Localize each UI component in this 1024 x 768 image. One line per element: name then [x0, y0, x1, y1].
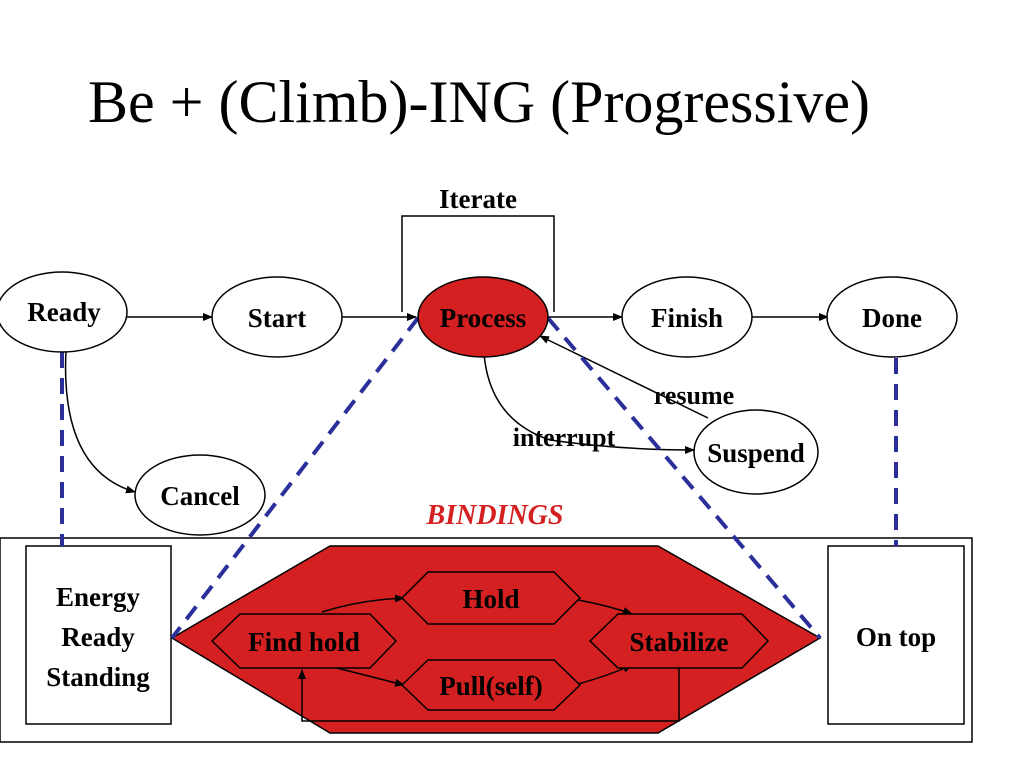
cancel-label: Cancel: [160, 481, 240, 511]
left-box-line1: Energy: [56, 582, 140, 612]
interrupt-label: interrupt: [513, 423, 616, 452]
edge-hold-stabilize: [577, 599, 633, 615]
left-state-box: [25, 545, 172, 725]
state-cancel: [134, 454, 266, 536]
edge-loop-back: [298, 662, 680, 722]
node-pull-self: [400, 659, 582, 711]
left-box-line2: Ready: [61, 622, 135, 652]
state-suspend: [693, 409, 819, 495]
ready-label: Ready: [27, 297, 101, 327]
hold-label: Hold: [462, 584, 519, 614]
state-ready: [0, 271, 128, 353]
left-box-line3: Standing: [46, 662, 150, 692]
edge-suspend-process: [539, 335, 709, 419]
finish-label: Finish: [651, 303, 723, 333]
pull-self-label: Pull(self): [439, 671, 542, 701]
iterate-label: Iterate: [439, 184, 517, 214]
binding-line-process-right: [546, 316, 822, 640]
node-stabilize: [588, 613, 770, 669]
right-box-label: On top: [856, 622, 936, 652]
node-hold: [400, 571, 582, 625]
right-state-box: [827, 545, 965, 725]
bindings-label: BINDINGS: [426, 500, 564, 531]
suspend-label: Suspend: [707, 438, 805, 468]
state-process: [417, 276, 549, 358]
find-hold-label: Find hold: [248, 627, 360, 657]
page-title: Be + (Climb)-ING (Progressive): [88, 69, 870, 135]
state-finish: [621, 276, 753, 358]
state-start: [211, 276, 343, 358]
done-label: Done: [862, 303, 922, 333]
state-done: [826, 276, 958, 358]
edge-iterate-loop: [401, 215, 555, 312]
edge-ready-cancel: [64, 349, 136, 494]
node-find-hold: [210, 613, 398, 669]
start-label: Start: [248, 303, 306, 333]
binding-line-process-left: [170, 316, 420, 640]
resume-label: resume: [654, 381, 734, 410]
stabilize-label: Stabilize: [630, 627, 729, 657]
edge-findhold-hold: [321, 594, 405, 613]
edge-process-suspend: [483, 353, 695, 454]
process-label: Process: [440, 303, 526, 333]
